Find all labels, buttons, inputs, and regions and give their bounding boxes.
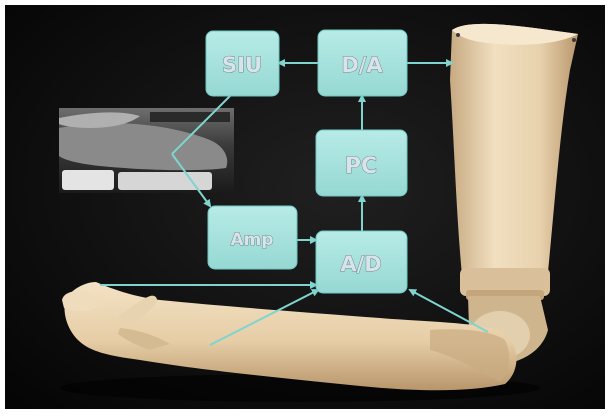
block-da-label: D/A — [341, 53, 383, 77]
block-pc-label: PC — [345, 154, 377, 179]
emg-photo-inset — [59, 108, 234, 193]
block-da: D/A — [318, 30, 407, 96]
block-pc: PC — [316, 130, 407, 196]
block-amp-label: Amp — [230, 230, 273, 250]
block-ad-label: A/D — [340, 252, 381, 276]
block-ad: A/D — [316, 231, 407, 293]
block-amp: Amp — [208, 206, 297, 269]
block-siu-label: SIU — [222, 53, 262, 77]
block-siu: SIU — [206, 31, 279, 96]
